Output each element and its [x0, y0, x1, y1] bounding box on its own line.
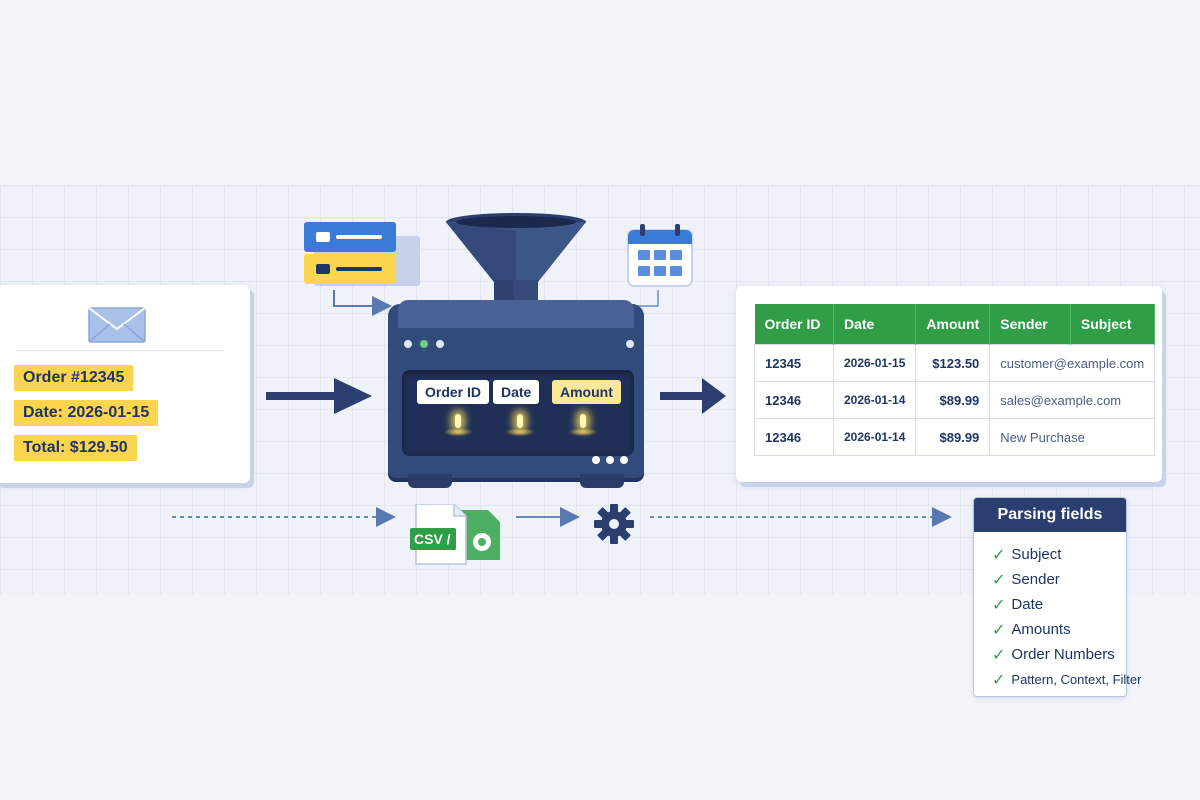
- data-cards-icon: [304, 222, 420, 286]
- glow-base: [505, 428, 535, 436]
- table-cell: 12345: [754, 344, 834, 382]
- arrow-right-icon: [660, 378, 726, 414]
- csv-label: CSV /: [414, 531, 451, 547]
- field-label: Sender: [1011, 571, 1060, 588]
- glow-light: [455, 414, 461, 428]
- table-cell: sales@example.com: [989, 381, 1156, 419]
- machine-foot: [408, 474, 452, 488]
- csv-file-icon: CSV /: [410, 504, 502, 566]
- parsing-fields-list: ✓ Subject ✓ Sender ✓ Date ✓ Amounts ✓ Order N…: [992, 542, 1141, 692]
- field-chip-date: Date: [493, 380, 540, 404]
- table-row: 12345 2026-01-15 $123.50 customer@exampl…: [754, 344, 1156, 382]
- glow-light: [517, 414, 523, 428]
- field-label: Subject: [1011, 546, 1062, 563]
- indicator-light: [606, 456, 614, 464]
- field-chip-order-id: Order ID: [417, 380, 490, 404]
- field-chip-amount: Amount: [552, 380, 621, 404]
- table-cell: 12346: [754, 418, 834, 456]
- table-cell: $89.99: [915, 381, 991, 419]
- table-cell: New Purchase: [989, 418, 1156, 456]
- list-item: ✓ Subject: [992, 542, 1141, 567]
- calendar-icon: [627, 224, 693, 287]
- table-cell: 2026-01-15: [832, 344, 917, 382]
- check-icon: ✓: [992, 671, 1006, 689]
- column-header: Date: [833, 304, 917, 345]
- indicator-light: [592, 456, 600, 464]
- column-header: Subject: [1070, 304, 1156, 345]
- check-icon: ✓: [992, 646, 1006, 664]
- column-header: Order ID: [754, 304, 834, 345]
- list-item: ✓ Date: [992, 592, 1141, 617]
- column-header: Amount: [915, 304, 991, 345]
- check-icon: ✓: [992, 621, 1006, 639]
- arrow-right-icon: [266, 378, 372, 414]
- glow-base: [443, 428, 473, 436]
- column-header: Sender: [989, 304, 1071, 345]
- machine-foot: [580, 474, 624, 488]
- field-label: Amounts: [1011, 621, 1071, 638]
- table-cell: 12346: [754, 381, 834, 419]
- machine-top: [398, 300, 634, 328]
- field-label: Order Numbers: [1011, 646, 1115, 663]
- list-item: ✓ Amounts: [992, 617, 1141, 642]
- order-number-highlight: Order #12345: [14, 365, 134, 391]
- connector-line: [632, 290, 659, 307]
- field-label: Pattern, Context, Filter: [1011, 672, 1142, 687]
- list-item: ✓ Order Numbers: [992, 642, 1141, 667]
- table-row: 12346 2026-01-14 $89.99 sales@example.co…: [754, 381, 1156, 419]
- indicator-light: [626, 340, 634, 348]
- indicator-light: [436, 340, 444, 348]
- table-header-row: Order ID Date Amount Sender Subject: [754, 304, 1156, 345]
- list-item: ✓ Pattern, Context, Filter: [992, 667, 1141, 692]
- check-icon: ✓: [992, 571, 1006, 589]
- indicator-light: [420, 340, 428, 348]
- indicator-light: [404, 340, 412, 348]
- date-highlight: Date: 2026-01-15: [14, 400, 159, 426]
- table-cell: $89.99: [915, 418, 991, 456]
- envelope-icon: [88, 307, 146, 343]
- parsing-fields-title: Parsing fields: [974, 498, 1126, 532]
- table-row: 12346 2026-01-14 $89.99 New Purchase: [754, 418, 1156, 456]
- table-cell: customer@example.com: [989, 344, 1156, 382]
- table-cell: 2026-01-14: [832, 418, 917, 456]
- list-item: ✓ Sender: [992, 567, 1141, 592]
- divider: [16, 350, 224, 351]
- check-icon: ✓: [992, 596, 1006, 614]
- table-cell: 2026-01-14: [832, 381, 917, 419]
- table-cell: $123.50: [915, 344, 991, 382]
- output-table: Order ID Date Amount Sender Subject 1234…: [754, 304, 1156, 456]
- machine-screen: Order ID Date Amount: [402, 370, 634, 456]
- check-icon: ✓: [992, 546, 1006, 564]
- indicator-light: [620, 456, 628, 464]
- field-label: Date: [1011, 596, 1044, 613]
- connector-line: [333, 290, 392, 316]
- parsing-fields-card: Parsing fields ✓ Subject ✓ Sender ✓ Date ✓ A…: [973, 497, 1141, 697]
- gear-icon: [594, 504, 634, 544]
- glow-base: [568, 428, 598, 436]
- glow-light: [580, 414, 586, 428]
- total-highlight: Total: $129.50: [14, 435, 137, 461]
- email-card: Order #12345 Date: 2026-01-15 Total: $12…: [0, 285, 250, 483]
